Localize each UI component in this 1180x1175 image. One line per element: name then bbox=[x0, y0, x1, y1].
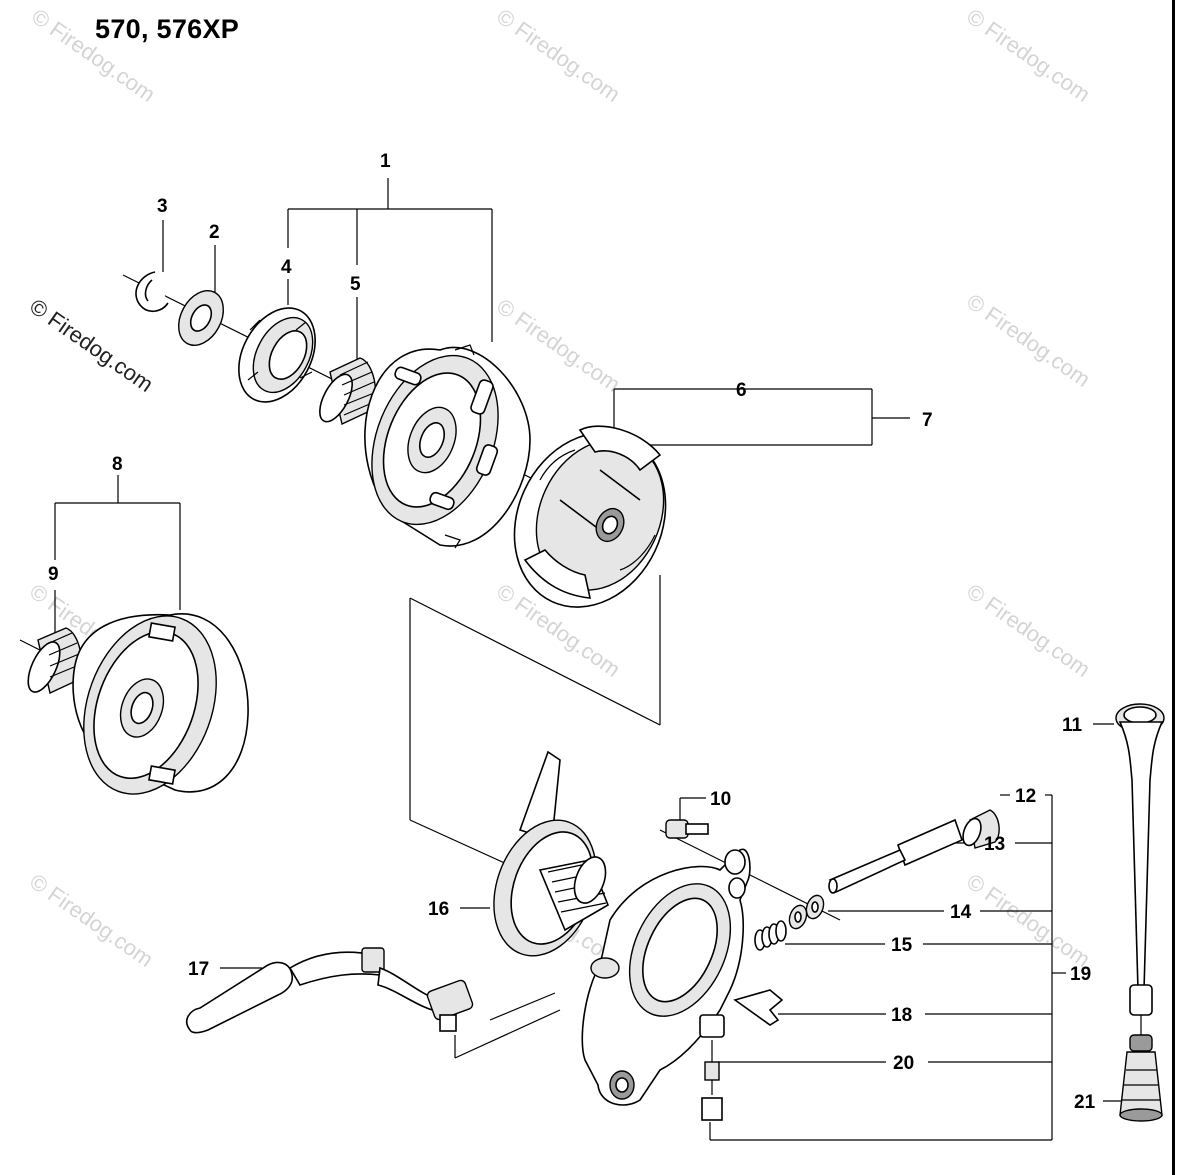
oil-pump-housing bbox=[581, 848, 751, 1106]
watermark-dark: © Firedog.com bbox=[25, 294, 158, 397]
screw-part-10 bbox=[665, 819, 709, 839]
oil-pipe-part-11 bbox=[1115, 703, 1165, 1035]
oil-hose-part-17 bbox=[185, 947, 474, 1034]
needle-bearing-part-9 bbox=[27, 627, 83, 694]
spring-part-15 bbox=[754, 920, 787, 951]
callout-17: 17 bbox=[188, 959, 209, 980]
clutch-drum bbox=[364, 344, 531, 549]
sprocket-part-4 bbox=[238, 307, 316, 403]
callout-20: 20 bbox=[893, 1053, 914, 1074]
callout-6: 6 bbox=[736, 380, 747, 401]
callout-11: 11 bbox=[1062, 715, 1083, 736]
watermark: © Firedog.com bbox=[27, 4, 160, 107]
watermark: © Firedog.com bbox=[962, 289, 1095, 392]
callout-7: 7 bbox=[922, 410, 933, 431]
clutch-drum-part-8 bbox=[72, 613, 249, 795]
callout-21: 21 bbox=[1074, 1092, 1096, 1113]
page-border bbox=[1172, 0, 1175, 1175]
watermark: © Firedog.com bbox=[492, 4, 625, 107]
callout-14: 14 bbox=[950, 902, 972, 923]
watermark: © Firedog.com bbox=[962, 869, 1095, 972]
callout-9: 9 bbox=[48, 564, 59, 585]
callout-labels: 1 2 3 4 5 6 7 8 9 10 11 12 13 14 15 16 1… bbox=[48, 151, 1096, 1113]
callout-1: 1 bbox=[380, 151, 391, 172]
valve-part-20 bbox=[701, 1040, 723, 1121]
circlip-part-3 bbox=[135, 271, 169, 312]
callout-13: 13 bbox=[984, 834, 1005, 855]
callout-8: 8 bbox=[112, 454, 123, 475]
callout-18: 18 bbox=[891, 1005, 912, 1026]
callout-10: 10 bbox=[710, 789, 731, 810]
needle-bearing-part-5 bbox=[319, 357, 377, 426]
watermark: © Firedog.com bbox=[962, 579, 1095, 682]
watermark: © Firedog.com bbox=[962, 4, 1095, 107]
pump-piston-part-12-13 bbox=[828, 809, 1000, 894]
callout-15: 15 bbox=[891, 935, 913, 956]
clutch-part-6-7 bbox=[513, 425, 667, 608]
callout-19: 19 bbox=[1070, 964, 1091, 985]
leader-lines bbox=[54, 178, 1125, 1141]
callout-12: 12 bbox=[1015, 786, 1036, 807]
callout-16: 16 bbox=[428, 899, 449, 920]
arrow-part-18 bbox=[733, 989, 784, 1026]
model-title: 570, 576XP bbox=[95, 14, 240, 44]
washer-part-14 bbox=[788, 894, 825, 930]
watermark: © Firedog.com bbox=[25, 869, 158, 972]
worm-gear-part-16 bbox=[493, 750, 609, 957]
filter-part-21 bbox=[1119, 1034, 1163, 1122]
watermark: © Firedog.com bbox=[492, 294, 625, 397]
washer-part-2 bbox=[178, 290, 224, 346]
callout-4: 4 bbox=[281, 257, 292, 278]
callout-3: 3 bbox=[157, 196, 168, 217]
callout-2: 2 bbox=[209, 222, 220, 243]
callout-5: 5 bbox=[350, 274, 361, 295]
